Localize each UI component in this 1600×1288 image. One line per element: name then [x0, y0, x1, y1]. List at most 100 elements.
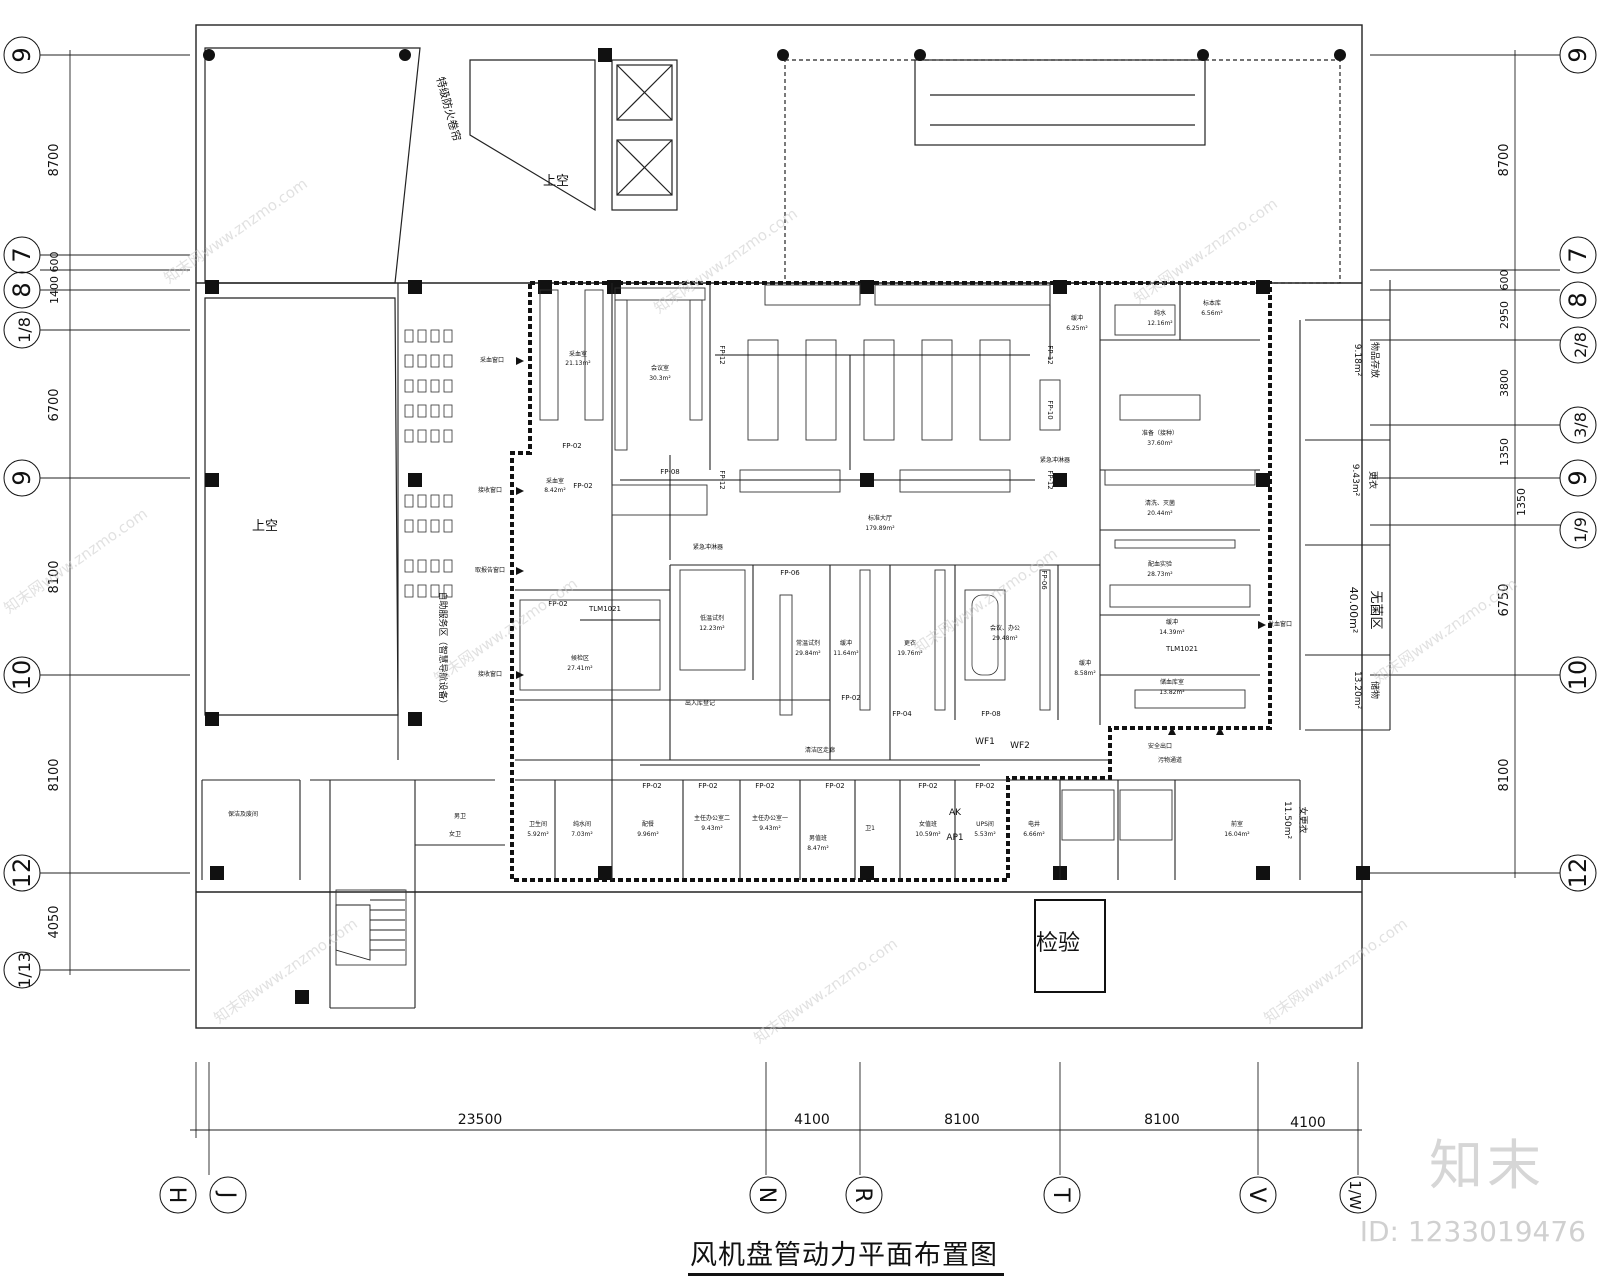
room-sampling-area: 21.13m² — [565, 360, 591, 367]
bottom-dimensions: 23500 4100 8100 8100 4100 — [458, 1112, 1326, 1131]
bottom-axis-label-h: H — [164, 1187, 189, 1204]
right-dim-8100: 8100 — [1497, 758, 1512, 791]
room-cleaning-label: 保洁及废间 — [228, 810, 258, 818]
left-axis-label-10: 10 — [8, 660, 36, 691]
left-axis-label-7: 7 — [8, 247, 36, 262]
room-ups-area: 5.53m² — [974, 831, 996, 838]
left-dim-600: 600 — [48, 252, 61, 273]
corridor-label: 清洁区走廊 — [805, 746, 835, 754]
room-elec-label: 电井 — [1028, 820, 1040, 828]
brand-logo: 知末 — [1429, 1134, 1545, 1197]
room-office1-area: 9.43m² — [759, 825, 781, 832]
right-col2-area: 9.43m² — [1350, 464, 1360, 497]
structural-columns — [205, 48, 1370, 1004]
tag-fp12-a: FP-12 — [718, 345, 726, 365]
room-pure-label: 纯水 — [1154, 309, 1166, 317]
right-axis-label-3-8: 3/8 — [1571, 412, 1590, 438]
room-female-label: 女值班 — [919, 820, 937, 828]
tag-fp02-i: FP-02 — [918, 782, 938, 790]
tag-fp02-c: FP-02 — [548, 600, 568, 608]
room-meeting-area: 29.48m² — [992, 635, 1018, 642]
room-bloodbank-area: 13.82m² — [1159, 689, 1185, 696]
right-axis-label-12: 12 — [1564, 858, 1592, 889]
bottom-dim-4100b: 4100 — [1290, 1115, 1326, 1131]
room-normaltemp-label: 常温试剂 — [796, 639, 820, 647]
room-office2-area: 9.43m² — [701, 825, 723, 832]
room-buffer2-label: 缓冲 — [1079, 659, 1091, 667]
tag-fp12-c: FP-12 — [718, 470, 726, 490]
left-axis-label-12: 12 — [8, 858, 36, 889]
storage-label: 储物 — [1369, 681, 1381, 699]
left-dim-1400: 1400 — [48, 276, 61, 304]
emergency-shower-label: 紧急冲淋器 — [1040, 456, 1070, 464]
female-toilet-label: 女卫 — [449, 830, 461, 838]
equipment-blocks — [335, 284, 1256, 993]
room-office-label: 会议室 — [651, 364, 669, 372]
room-pure-area: 12.16m² — [1147, 320, 1173, 327]
right-dim-1350a: 1350 — [1498, 438, 1511, 466]
tag-fp04: FP-04 — [892, 710, 912, 718]
left-dim-8100a: 8100 — [47, 560, 62, 593]
void-left-label: 上空 — [252, 519, 278, 534]
room-toilet-label: 卫1 — [865, 825, 875, 832]
tag-ap1: AP1 — [946, 833, 963, 843]
bottom-dim-8100a: 8100 — [944, 1112, 980, 1128]
right-axis-label-10: 10 — [1564, 660, 1592, 691]
void-areas — [204, 47, 1341, 716]
tag-fp08-a: FP-08 — [660, 468, 680, 476]
left-dimensions: 8700 600 1400 6700 8100 8100 4050 — [47, 143, 62, 938]
room-female-area: 10.59m² — [915, 831, 941, 838]
bottom-dim-23500: 23500 — [458, 1112, 503, 1128]
window-receive-label-2: 接收窗口 — [478, 670, 502, 678]
right-grid-lines — [1370, 50, 1560, 878]
tag-wf2: WF2 — [1010, 741, 1030, 751]
room-office1-label: 主任办公室一 — [752, 814, 788, 822]
right-grid-axis: 9 7 8 2/8 3/8 9 1/9 10 12 — [1559, 36, 1597, 892]
room-sampling-label: 采血室 — [569, 350, 587, 358]
room-meeting-label: 会议、办公 — [990, 624, 1020, 632]
room-bloodlab-area: 28.73m² — [1147, 571, 1173, 578]
tag-fp08-b: FP-08 — [981, 710, 1001, 718]
tag-fp02-d: FP-02 — [573, 482, 593, 490]
storage-area: 13.20m² — [1352, 671, 1362, 710]
window-arrows — [516, 357, 1266, 735]
tag-fp10: FP-10 — [1046, 400, 1054, 420]
tag-fp06-a: FP-06 — [780, 569, 800, 577]
drawing-title-underline — [688, 1273, 1004, 1276]
room-ups-label: UPS间 — [976, 820, 994, 828]
room-office-area: 30.3m² — [649, 375, 671, 382]
tag-fp02-f: FP-02 — [698, 782, 718, 790]
bottom-axis-label-v: V — [1244, 1187, 1269, 1202]
bottom-grid-lines — [190, 1062, 1362, 1175]
column-dots — [203, 49, 1346, 61]
interior-walls — [201, 280, 1391, 1009]
right-col3-area: 11.50m² — [1282, 801, 1292, 840]
room-normaltemp-area: 29.84m² — [795, 650, 821, 657]
duct-lines — [580, 354, 1035, 766]
room-front-area: 16.04m² — [1224, 831, 1250, 838]
room-male-label: 男值班 — [809, 834, 827, 842]
window-c-label: 取报告窗口 — [475, 566, 505, 574]
bottom-axis-label-r: R — [850, 1187, 875, 1202]
bottom-axis-label-n: N — [754, 1187, 779, 1203]
right-axis-label-2-8: 2/8 — [1571, 332, 1590, 358]
tag-fp02-g: FP-02 — [755, 782, 775, 790]
room-change-area: 19.76m² — [897, 650, 923, 657]
self-service-label: 自助服务区（智慧导航设备） — [437, 591, 449, 708]
tag-wf1: WF1 — [975, 737, 995, 747]
room-samplelib-label: 标本库 — [1203, 299, 1221, 307]
right-col1-label: 物品存放 — [1369, 342, 1381, 378]
right-dim-2950: 2950 — [1498, 301, 1511, 329]
room-buffer3-area: 6.25m² — [1066, 325, 1088, 332]
tag-fp02-h: FP-02 — [825, 782, 845, 790]
bottom-grid-axis: H J N R T V 1/W — [159, 1176, 1377, 1214]
left-dim-6700: 6700 — [47, 388, 62, 421]
bottom-axis-label-j: J — [214, 1190, 239, 1199]
right-dim-1350b: 1350 — [1515, 488, 1528, 516]
tag-fp12-b: FP-12 — [1046, 345, 1054, 365]
left-dim-4050: 4050 — [47, 905, 62, 938]
stairs — [335, 889, 405, 961]
left-axis-label-1-13: 1/13 — [15, 952, 34, 988]
room-purewater-area: 7.03m² — [571, 831, 593, 838]
tag-fp06-b: FP-06 — [1040, 570, 1048, 590]
